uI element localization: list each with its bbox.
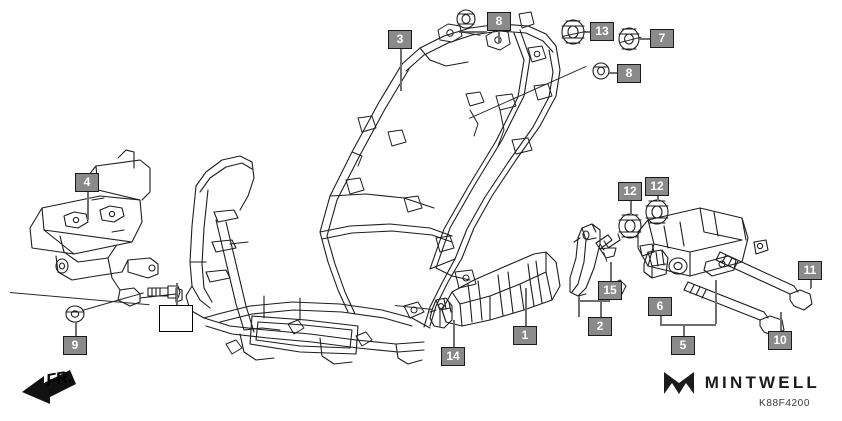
front-direction-arrow-icon [22, 370, 76, 404]
mount-bushing-12-left [618, 213, 642, 239]
callout-8-top[interactable]: 8 [487, 12, 511, 31]
rear-subframe [319, 231, 471, 328]
mount-bushing-12-right [645, 199, 669, 225]
callout-14[interactable]: 14 [441, 347, 465, 366]
leader-line-3 [400, 49, 402, 91]
leader-line-11 [810, 280, 812, 288]
callout-15[interactable]: 15 [598, 281, 622, 300]
callout-11[interactable]: 11 [798, 261, 822, 280]
leader-bracket-2-left [578, 296, 580, 317]
clamp-band-2 [569, 223, 601, 297]
leader-bracket-5-right [715, 280, 717, 324]
rubber-stopper-6 [643, 249, 669, 279]
leader-line-14 [453, 320, 455, 347]
flange-bolt-11 [715, 251, 813, 311]
callout-3[interactable]: 3 [388, 30, 412, 49]
leader-line-10 [780, 312, 782, 331]
leader-line-1 [525, 288, 527, 326]
leader-bracket-5-left [660, 316, 662, 326]
callout-12-right[interactable]: 12 [645, 177, 669, 196]
callout-12-left[interactable]: 12 [618, 182, 642, 201]
callout-6[interactable]: 6 [648, 297, 672, 316]
leader-line-13 [584, 31, 592, 33]
leader-line-8-top [498, 31, 500, 43]
leader-line-8-right [609, 72, 618, 74]
leader-bracket-5-stem [683, 324, 685, 336]
callout-9[interactable]: 9 [63, 336, 87, 355]
leader-line-12-left [630, 201, 632, 215]
leader-line-4 [87, 192, 89, 220]
leader-diagonal-4-group [10, 292, 11, 293]
frame-cross-members [319, 47, 469, 270]
air-cleaner-case [637, 207, 769, 277]
leader-bracket-2-span [578, 300, 610, 302]
leader-line-blank [176, 283, 178, 305]
frame-lower-rails [203, 295, 431, 365]
brand-row: MINTWELL [662, 369, 820, 397]
leader-bracket-2-stem [600, 300, 602, 317]
grommet-8-top [456, 9, 476, 29]
part-code: K88F4200 [759, 398, 810, 409]
frame-brackets [225, 11, 553, 355]
callout-1[interactable]: 1 [513, 326, 537, 345]
flange-bolt-10 [683, 281, 785, 337]
mintwell-logo-icon [663, 372, 694, 394]
grommet-8-right [592, 62, 610, 80]
leader-diagonal-11-bolt [810, 288, 811, 289]
air-intake-duct [441, 251, 561, 327]
leader-line-7 [639, 38, 651, 40]
washer-grommet-9 [65, 305, 85, 323]
leader-line-15 [610, 262, 612, 281]
callout-5[interactable]: 5 [671, 336, 695, 355]
brand-watermark: MINTWELL K88F4200 [662, 369, 820, 409]
left-bracket-assembly [29, 149, 183, 307]
callout-7[interactable]: 7 [650, 29, 674, 48]
steering-head-assembly [185, 155, 281, 333]
callout-13[interactable]: 13 [590, 22, 614, 41]
leader-line-8-top-horizontal [459, 31, 487, 33]
callout-blank[interactable] [159, 305, 193, 332]
callout-8-right[interactable]: 8 [617, 64, 641, 83]
callout-2[interactable]: 2 [588, 317, 612, 336]
callout-10[interactable]: 10 [768, 331, 792, 350]
hose-clamp-14 [429, 297, 453, 329]
leader-line-12-right [657, 196, 659, 201]
brand-name: MINTWELL [704, 373, 820, 392]
frame-upper-rails [319, 23, 561, 270]
callout-4[interactable]: 4 [75, 173, 99, 192]
bolt-short-15 [595, 233, 621, 259]
leader-line-9 [75, 322, 77, 336]
leader-bracket-5-span [660, 324, 716, 326]
